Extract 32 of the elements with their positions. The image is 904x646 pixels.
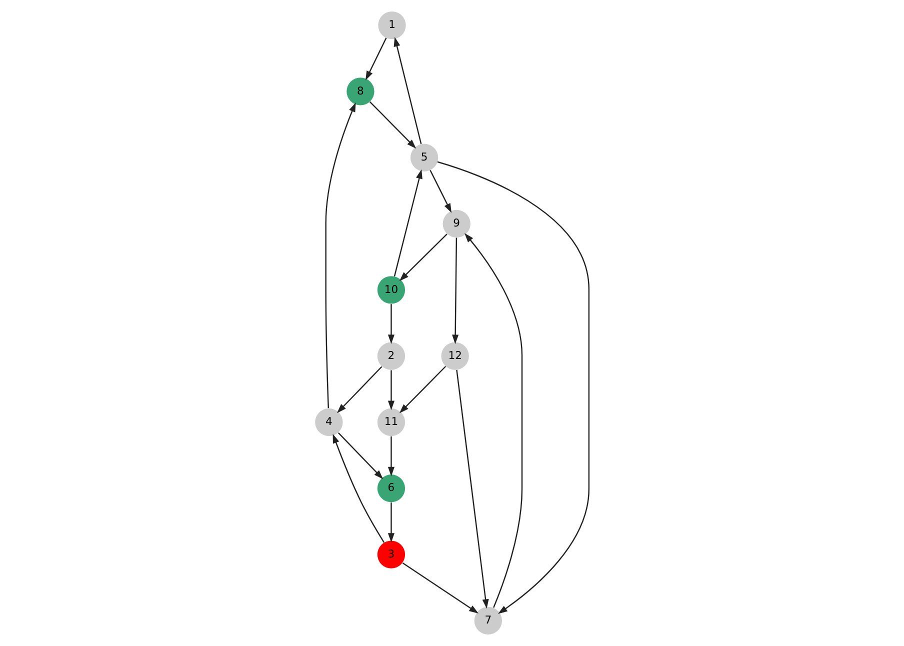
arrow: [456, 370, 489, 609]
arrow: [338, 432, 384, 480]
node-circle: 10: [377, 276, 406, 304]
node-circle: 4: [315, 408, 343, 436]
node-circle: 6: [377, 474, 406, 502]
node-circle: 8: [346, 78, 374, 106]
arrow: [437, 161, 590, 614]
arrow: [464, 233, 523, 608]
arrow: [388, 370, 395, 410]
arrow: [388, 436, 395, 476]
node-circle: 7: [474, 606, 502, 635]
arrow: [399, 366, 446, 414]
arrow: [402, 562, 479, 614]
arrow: [452, 238, 459, 344]
node-circle: 11: [377, 408, 406, 436]
arrow: [388, 304, 395, 344]
arrow: [394, 37, 422, 144]
arrow: [388, 502, 395, 542]
arrow: [325, 102, 356, 408]
node-circle: 12: [441, 342, 469, 370]
arrow: [332, 434, 385, 543]
node-circle: 1: [378, 11, 406, 40]
arrow: [366, 38, 387, 80]
node-circle: 9: [442, 210, 470, 238]
arrow: [369, 101, 416, 149]
arrow: [399, 234, 448, 282]
node-circle: 3: [377, 540, 406, 568]
arrow: [336, 366, 382, 414]
node-circle: 5: [410, 144, 438, 172]
arrow: [394, 169, 422, 276]
arrow: [430, 170, 452, 213]
node-circle: 2: [377, 342, 406, 370]
